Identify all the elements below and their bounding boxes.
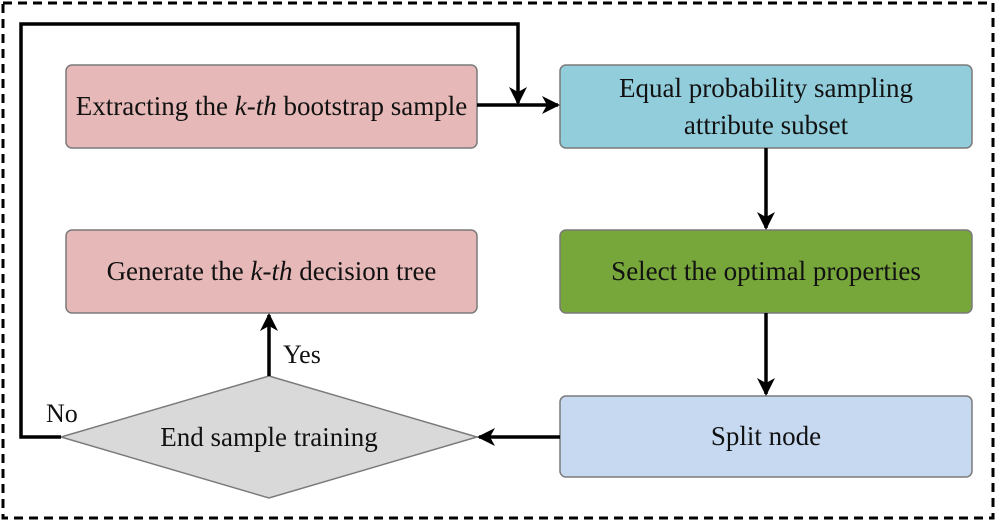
split-node-label: Split node: [710, 421, 822, 451]
arrow-no-loop-back: [19, 22, 527, 439]
equal-probability-label: Equal probability sampling attribute sub…: [619, 72, 913, 140]
yes-label: Yes: [283, 340, 321, 369]
end-training-diamond: [58, 375, 480, 499]
no-label: No: [46, 399, 78, 428]
select-properties-label: Select the optimal properties: [611, 256, 921, 286]
end-training-label: End sample training: [160, 421, 378, 452]
generate-tree-label: Generate the k-th decision tree: [106, 256, 437, 286]
extract-sample-label: Extracting the k-th bootstrap sample: [75, 91, 468, 121]
